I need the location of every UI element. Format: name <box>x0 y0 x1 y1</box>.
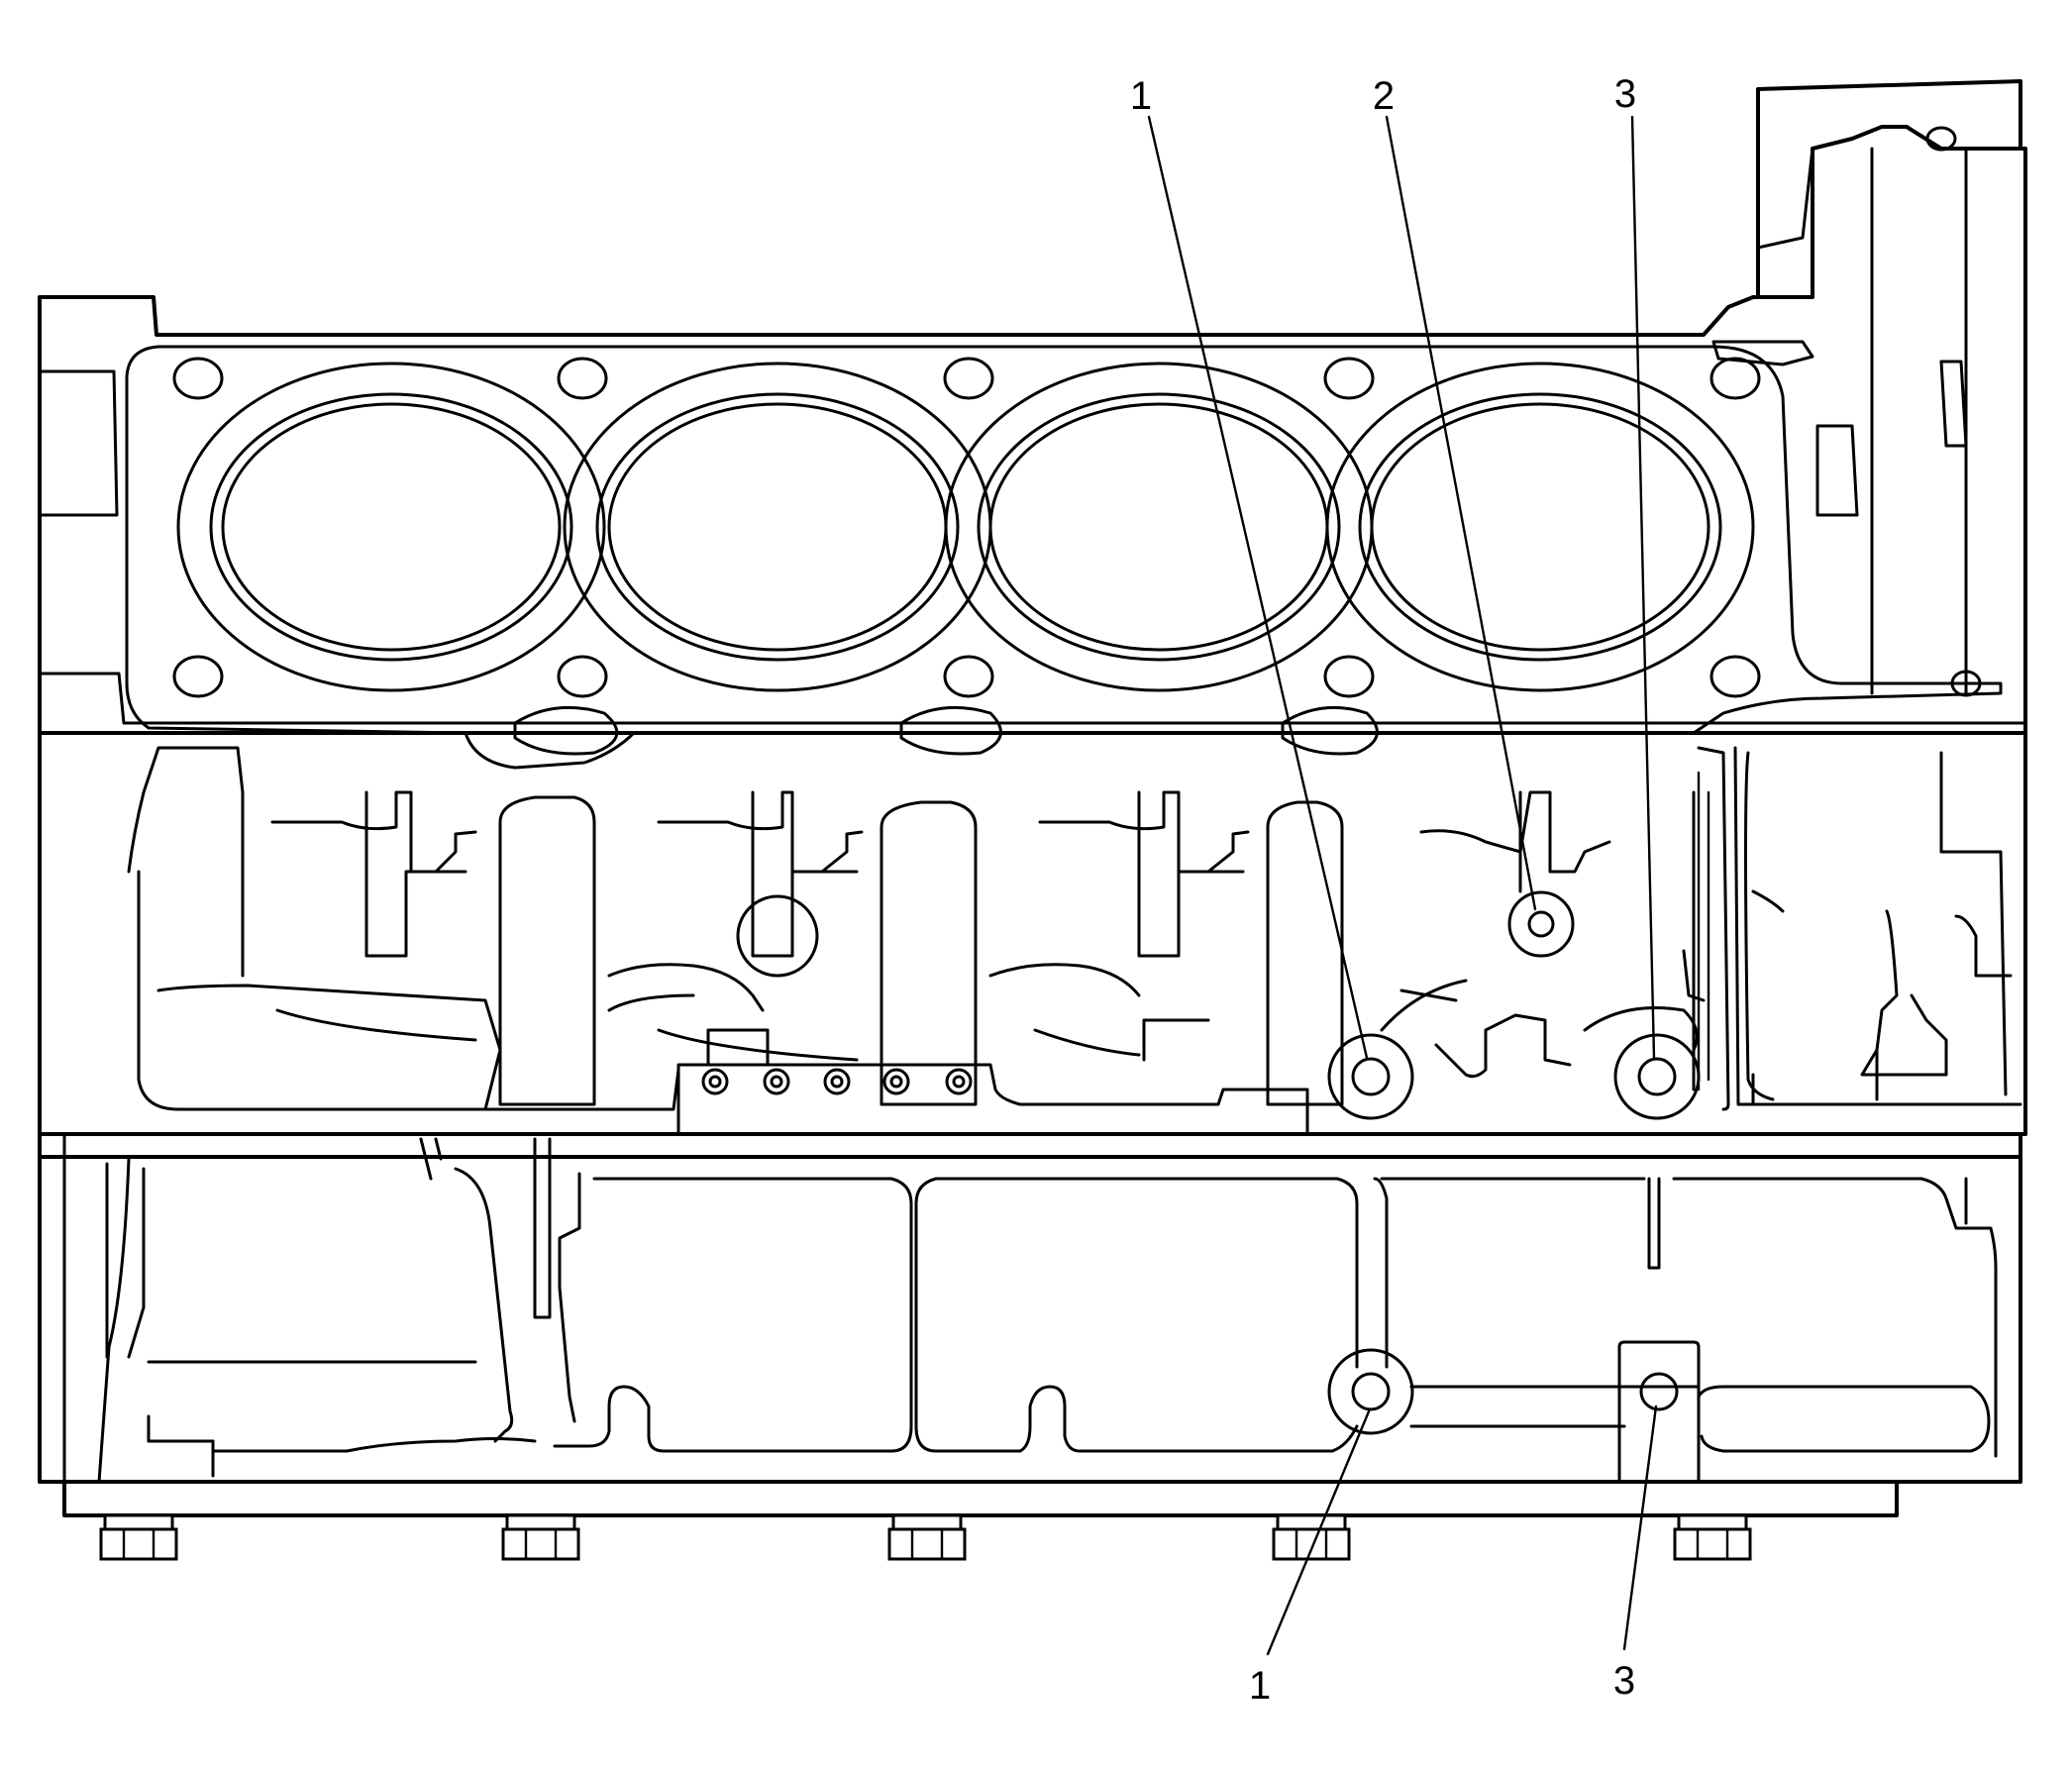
leader-lines <box>1147 115 1658 1656</box>
pan-bolt <box>887 1513 967 1561</box>
sensor-plug-strip <box>676 1028 1309 1136</box>
upper-plug-1 <box>1327 1033 1414 1120</box>
leader-line-bottom-1 <box>1266 1409 1371 1656</box>
pan-bolt <box>99 1513 178 1561</box>
pan-bolt <box>501 1513 580 1561</box>
callout-label-top-1: 1 <box>1130 74 1152 118</box>
callout-labels: 1 2 3 1 3 <box>1130 72 1636 1708</box>
cylinder-bore-3 <box>944 362 1374 692</box>
leader-line-top-1 <box>1147 115 1369 1060</box>
leader-line-bottom-3 <box>1622 1404 1658 1651</box>
leader-line-top-2 <box>1385 115 1537 911</box>
pan-bolt <box>1272 1513 1351 1561</box>
lower-block <box>38 1132 2022 1484</box>
oil-pan-rail <box>62 1480 1899 1517</box>
pan-bolts <box>99 1513 1752 1561</box>
upper-plug-2 <box>1507 890 1575 958</box>
plug-row <box>701 1068 973 1095</box>
mid-block <box>38 731 2027 1136</box>
cylinder-bore-2 <box>563 362 992 692</box>
callout-label-bottom-1: 1 <box>1249 1664 1271 1708</box>
leader-line-top-3 <box>1630 115 1656 1060</box>
cylinder-bore-4 <box>1325 362 1755 692</box>
lower-plug-3 <box>1639 1372 1679 1411</box>
callout-label-bottom-3: 3 <box>1613 1659 1635 1703</box>
upper-block-outline <box>38 79 2027 735</box>
head-bolt-holes <box>172 126 1982 698</box>
upper-plug-3 <box>1613 1033 1701 1120</box>
cylinder-bores <box>176 362 1755 692</box>
lower-plug-1 <box>1327 1348 1414 1435</box>
cylinder-bore-1 <box>176 362 606 692</box>
pan-bolt <box>1673 1513 1752 1561</box>
head-gasket-outline <box>125 345 2003 770</box>
callout-label-top-2: 2 <box>1373 74 1395 118</box>
callout-label-top-3: 3 <box>1614 72 1636 116</box>
oil-passages <box>513 340 1968 756</box>
